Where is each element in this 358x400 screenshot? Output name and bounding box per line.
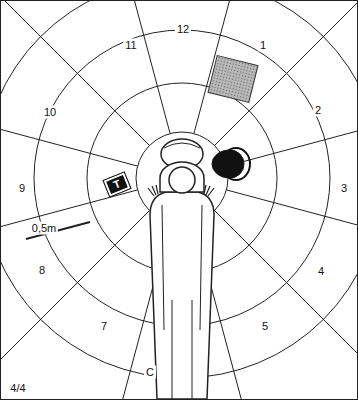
box-letter: T (112, 178, 122, 191)
limb-lines (162, 205, 202, 399)
clock-number: 11 (123, 39, 138, 52)
shoulders (160, 162, 204, 192)
note-label: C (144, 366, 156, 379)
scale-label: 0,5m (30, 222, 58, 235)
clock-number: 5 (260, 320, 270, 333)
hands (148, 185, 214, 196)
clock-number: 1 (258, 39, 268, 52)
grey-object (208, 55, 258, 102)
clock-number: 4 (316, 265, 326, 278)
note-label: 4/4 (8, 382, 27, 395)
clock-number: 12 (175, 23, 191, 36)
hair-line (164, 143, 200, 148)
clock-number: 9 (17, 182, 27, 195)
clock-number: 7 (99, 320, 109, 333)
clock-number: 10 (42, 106, 58, 119)
clock-number: 3 (339, 182, 349, 195)
person-head (169, 167, 195, 193)
scale-bar (26, 222, 90, 239)
black-object (212, 150, 244, 178)
person-body (150, 192, 214, 399)
black-object-outline (222, 148, 250, 180)
clock-number: 8 (37, 264, 47, 277)
clock-number: 2 (313, 104, 323, 117)
